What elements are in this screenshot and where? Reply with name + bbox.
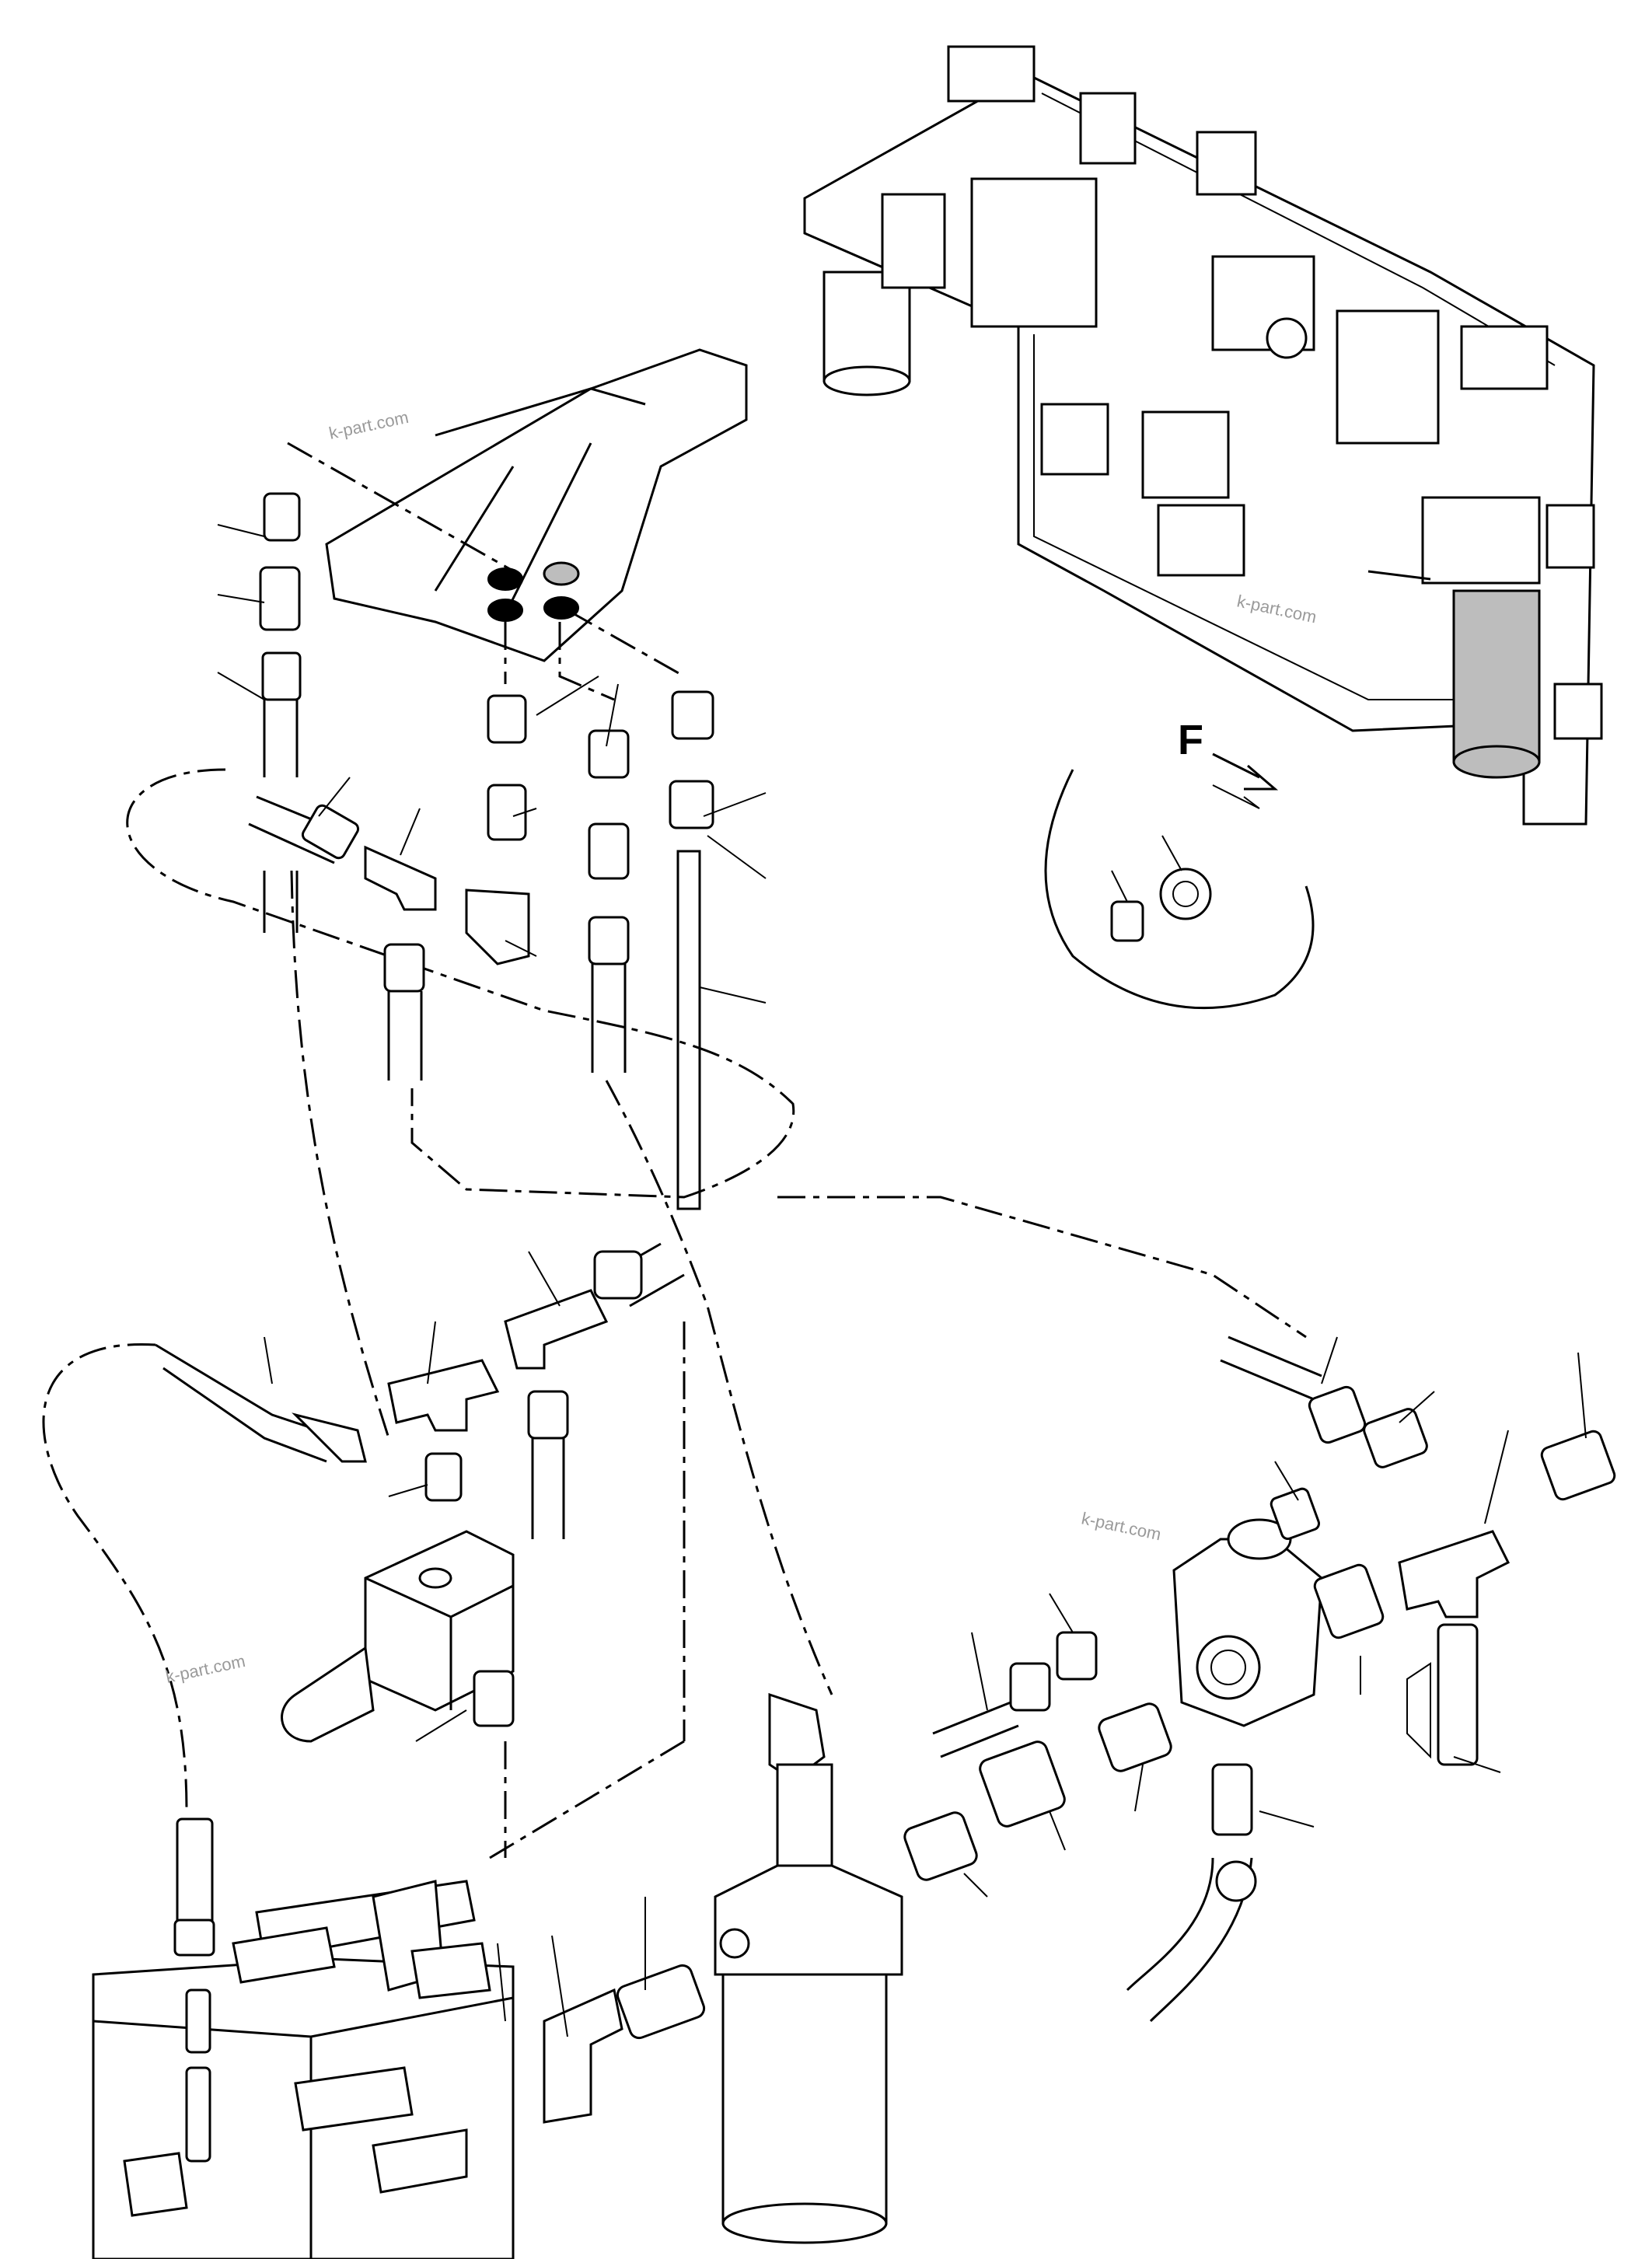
- left-column-fittings: [259, 492, 302, 933]
- watermark: k-part.com: [1080, 1508, 1163, 1544]
- right-fittings: [1220, 1335, 1616, 1766]
- center-tees: [387, 1242, 685, 1539]
- relief-block: [281, 1530, 515, 1743]
- braided-hose: [42, 1343, 367, 1957]
- filter-housing: [714, 1692, 903, 2244]
- view-label: F: [1178, 717, 1203, 763]
- detail-view-f: F: [1044, 717, 1315, 1010]
- leader-lines: [217, 524, 1587, 2037]
- watermark: k-part.com: [1235, 591, 1318, 627]
- right-valve-body: [1126, 1518, 1323, 2023]
- watermark: k-part.com: [164, 1651, 247, 1687]
- watermark: k-part.com: [327, 407, 410, 443]
- lower-middle-fittings: [543, 1631, 1172, 2124]
- solenoid-valve: [287, 348, 748, 701]
- valve-manifold-assembly: [803, 45, 1603, 826]
- routing-lines: [290, 870, 1307, 1859]
- middle-fittings: [487, 690, 714, 1210]
- tee-and-hose-left: [126, 768, 795, 1199]
- bottom-left-manifold: [92, 1880, 515, 2259]
